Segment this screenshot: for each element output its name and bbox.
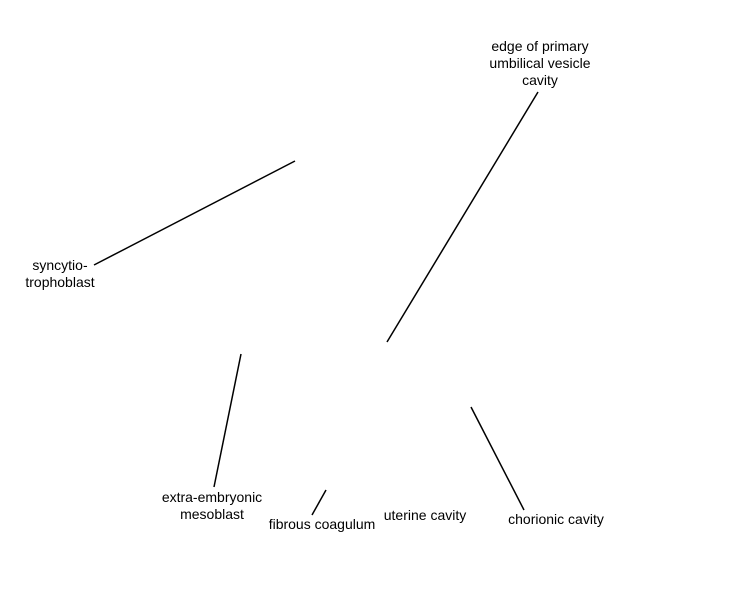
label-uterine-cavity-text: uterine cavity — [383, 507, 467, 523]
leader-line-fibrous-coagulum — [311, 489, 327, 516]
label-syncytio-line-2: trophoblast — [25, 274, 95, 290]
leader-line-syncytiotrophoblast — [93, 160, 296, 266]
label-syncytio-line-1: syncytio- — [32, 257, 88, 273]
label-edge-primary-umbilical-vesicle: edge of primary umbilical vesicle cavity — [470, 38, 610, 89]
label-fibrous-coagulum: fibrous coagulum — [262, 516, 382, 533]
leader-line-extra-embryonic-mesoblast — [213, 353, 242, 488]
label-extra-embryonic-mesoblast: extra-embryonic mesoblast — [152, 489, 272, 523]
label-mesoblast-line-2: mesoblast — [180, 506, 244, 522]
label-uterine-cavity: uterine cavity — [375, 507, 475, 524]
label-edge-line-2: umbilical vesicle — [489, 55, 591, 71]
label-chorionic-cavity: chorionic cavity — [500, 511, 612, 528]
label-syncytiotrophoblast: syncytio- trophoblast — [20, 257, 100, 291]
label-fibrous-coagulum-text: fibrous coagulum — [268, 516, 376, 532]
label-edge-line-1: edge of primary — [491, 38, 589, 54]
label-mesoblast-line-1: extra-embryonic — [161, 489, 263, 505]
leader-line-edge-primary-umbilical-vesicle — [386, 91, 539, 343]
label-edge-line-3: cavity — [522, 72, 558, 88]
leader-line-chorionic-cavity — [470, 406, 525, 511]
label-chorionic-cavity-text: chorionic cavity — [508, 511, 604, 527]
